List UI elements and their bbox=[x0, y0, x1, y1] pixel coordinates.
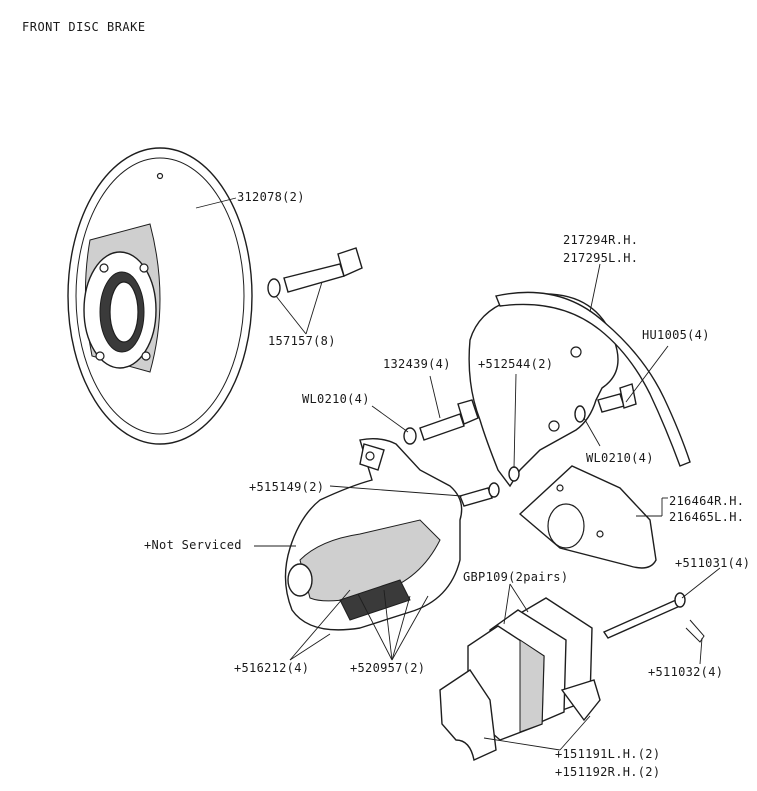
label-shim-lh: +151191L.H.(2) bbox=[555, 747, 661, 761]
leader-lines bbox=[195, 197, 721, 751]
label-shield-bolt: HU1005(4) bbox=[642, 328, 710, 342]
splash-shield bbox=[468, 291, 691, 488]
label-bracket-rh: 216464R.H. bbox=[669, 494, 745, 508]
shield-bolt bbox=[574, 383, 637, 423]
label-shim-rh: +151192R.H.(2) bbox=[555, 765, 661, 779]
caliper-bolt bbox=[403, 399, 479, 445]
label-pads: GBP109(2pairs) bbox=[463, 570, 569, 584]
shims bbox=[439, 669, 601, 762]
label-clip: +511032(4) bbox=[648, 665, 724, 679]
label-caliper-washer: WL0210(4) bbox=[302, 392, 370, 406]
label-disc: 312078(2) bbox=[237, 190, 305, 204]
label-caliper-bolt: 132439(4) bbox=[383, 357, 451, 371]
label-bracket-lh: 216465L.H. bbox=[669, 510, 745, 524]
caliper bbox=[284, 437, 463, 631]
label-shield-rh: 217294R.H. bbox=[563, 233, 639, 247]
pad-pin bbox=[602, 592, 686, 639]
mounting-bracket bbox=[518, 465, 657, 569]
bleed-screw bbox=[459, 466, 520, 507]
label-not-serviced: +Not Serviced bbox=[144, 538, 242, 552]
label-piston: +520957(2) bbox=[350, 661, 426, 675]
spring-clip bbox=[685, 619, 705, 643]
label-pin: +511031(4) bbox=[675, 556, 751, 570]
label-shield-plate: +512544(2) bbox=[478, 357, 554, 371]
brake-disc bbox=[67, 147, 253, 445]
label-shield-washer: WL0210(4) bbox=[586, 451, 654, 465]
diagram-title: FRONT DISC BRAKE bbox=[22, 20, 146, 34]
label-bleed-screw: +515149(2) bbox=[249, 480, 325, 494]
label-shield-lh: 217295L.H. bbox=[563, 251, 639, 265]
label-disc-bolt: 157157(8) bbox=[268, 334, 336, 348]
label-seal: +516212(4) bbox=[234, 661, 310, 675]
disc-bolt bbox=[267, 247, 363, 298]
